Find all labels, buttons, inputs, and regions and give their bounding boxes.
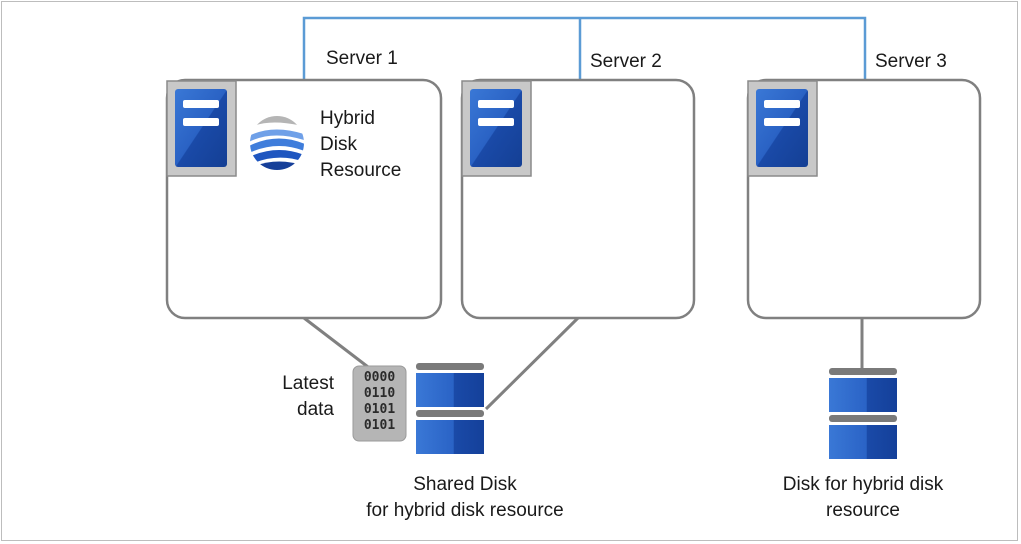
hybrid-disk-resource-label: Hybrid Disk Resource xyxy=(320,106,401,184)
latest-data-line: Latest xyxy=(282,373,334,394)
server-2-icon xyxy=(461,80,532,177)
server-3-label: Server 3 xyxy=(875,51,947,72)
latest-data-icon xyxy=(352,365,407,442)
server-2-label: Server 2 xyxy=(590,51,662,72)
resource-label-line: Disk xyxy=(320,134,357,155)
shared-disk-label-line: for hybrid disk resource xyxy=(366,500,564,521)
hybrid-disk-icon xyxy=(829,368,897,459)
server-1-icon xyxy=(166,80,237,177)
shared-disk-label-line: Shared Disk xyxy=(413,474,517,495)
shared-disk-icon xyxy=(416,363,484,454)
binary-row: 0101 xyxy=(363,402,396,417)
link-server1-shared-disk xyxy=(303,316,373,372)
hybrid-disk-label: Disk for hybrid disk resource xyxy=(753,472,973,524)
disk-links xyxy=(303,316,864,411)
hybrid-disk-resource-icon xyxy=(250,116,304,170)
hybrid-disk-label-line: Disk for hybrid disk xyxy=(782,474,944,495)
latest-data-line: data xyxy=(297,399,334,420)
binary-row: 0110 xyxy=(363,386,396,401)
network-backbone xyxy=(302,16,867,80)
resource-label-line: Hybrid xyxy=(320,108,375,129)
shared-disk-label: Shared Disk for hybrid disk resource xyxy=(330,472,600,524)
hybrid-disk-label-line: resource xyxy=(826,500,900,521)
server-3-icon xyxy=(747,80,818,177)
binary-digits: 0000 0110 0101 0101 xyxy=(353,370,406,434)
resource-label-line: Resource xyxy=(320,160,402,181)
binary-row: 0101 xyxy=(363,418,396,433)
server-1-label: Server 1 xyxy=(326,48,398,69)
link-server2-shared-disk xyxy=(484,316,580,411)
network-lines xyxy=(302,16,867,80)
binary-row: 0000 xyxy=(363,370,396,385)
latest-data-label: Latest data xyxy=(262,371,334,423)
